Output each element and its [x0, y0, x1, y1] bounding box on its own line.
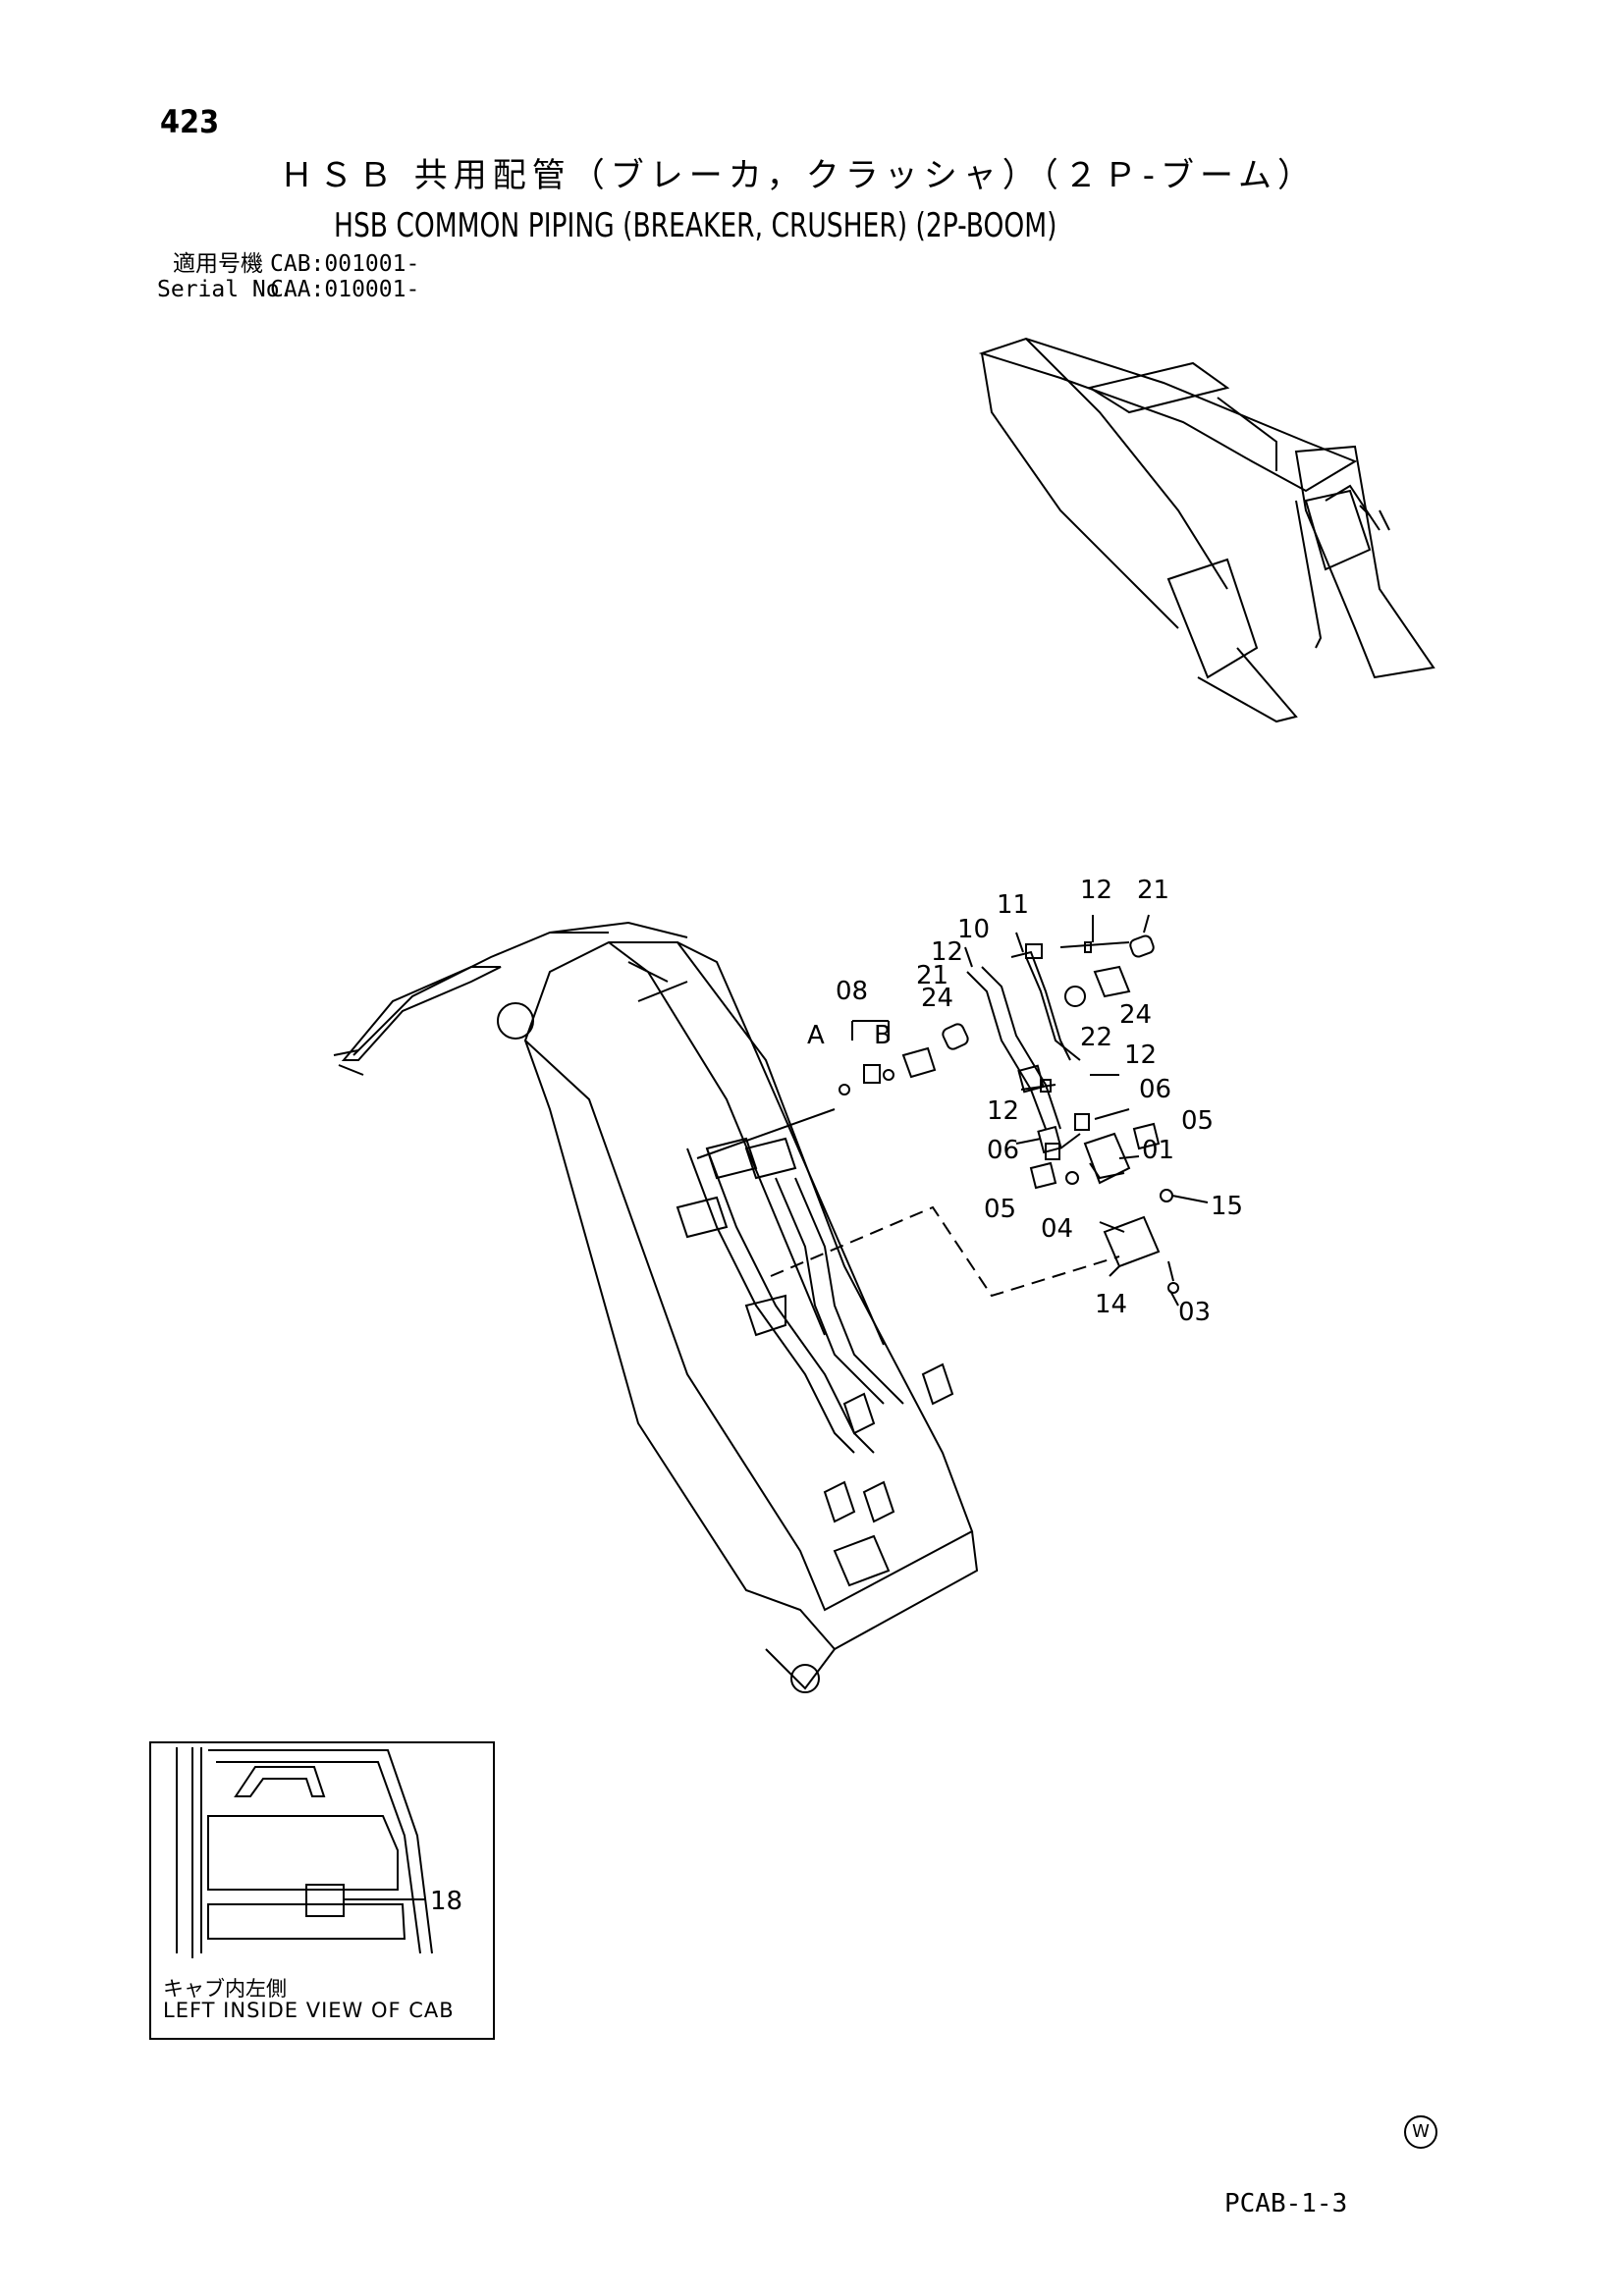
callout-06-left: 06 — [987, 1136, 1019, 1165]
callout-18: 18 — [430, 1887, 462, 1916]
brand-mark-icon: W — [1404, 2115, 1437, 2149]
callout-12-top: 12 — [1080, 876, 1112, 905]
callout-a: A — [807, 1021, 825, 1050]
serial-label-jp: 適用号機 — [173, 251, 263, 277]
callout-14: 14 — [1095, 1290, 1127, 1319]
callout-15: 15 — [1211, 1192, 1243, 1221]
page-number: 423 — [160, 103, 220, 140]
cab-inset — [149, 1741, 495, 2040]
inset-caption-en: LEFT INSIDE VIEW OF CAB — [163, 1999, 455, 2022]
callout-11: 11 — [997, 890, 1029, 920]
callout-03: 03 — [1178, 1298, 1211, 1327]
callout-10: 10 — [957, 915, 990, 944]
callout-12-right: 12 — [1124, 1041, 1157, 1070]
callout-05-right: 05 — [1181, 1106, 1214, 1136]
callout-22: 22 — [1080, 1023, 1112, 1052]
serial-value-1: CAB:001001- — [270, 251, 420, 277]
callout-24-right: 24 — [1119, 1000, 1152, 1030]
serial-label-en: Serial No. — [157, 277, 294, 302]
callout-01: 01 — [1142, 1136, 1174, 1165]
page-title-jp: ＨＳＢ 共用配管（ブレーカ，クラッシャ）（２Ｐ-ブーム） — [280, 156, 1318, 195]
callout-24-left: 24 — [921, 984, 953, 1013]
callout-21-left: 21 — [916, 961, 948, 990]
callout-21-top: 21 — [1137, 876, 1169, 905]
page-title-en: HSB COMMON PIPING (BREAKER, CRUSHER) (2P… — [334, 206, 1057, 245]
callout-05-left: 05 — [984, 1195, 1016, 1224]
overview-excavator — [978, 337, 1435, 723]
callout-b: B — [874, 1021, 892, 1050]
callout-04: 04 — [1041, 1214, 1073, 1244]
callout-12-mid: 12 — [987, 1096, 1019, 1126]
callout-12-upper-left: 12 — [931, 937, 963, 967]
document-code: PCAB-1-3 — [1224, 2189, 1348, 2218]
callout-08: 08 — [836, 977, 868, 1006]
callout-06-right: 06 — [1139, 1075, 1171, 1104]
serial-value-2: CAA:010001- — [270, 277, 420, 302]
inset-caption-jp: キャブ内左側 — [163, 1977, 287, 2001]
boom-assembly — [333, 921, 979, 1693]
exploded-parts — [839, 914, 1209, 1307]
